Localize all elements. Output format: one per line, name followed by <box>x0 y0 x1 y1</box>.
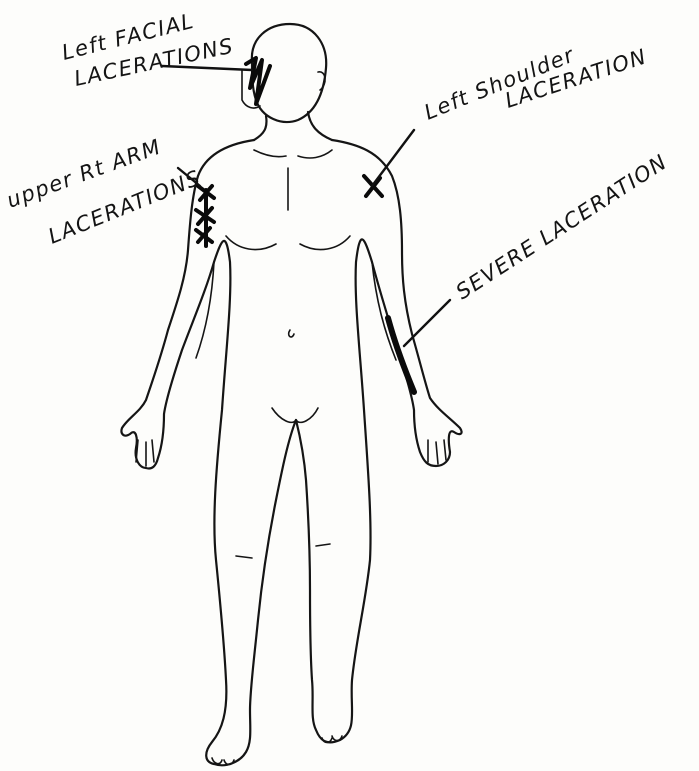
upper-right-arm-laceration-mark <box>196 186 214 246</box>
chest-right <box>300 236 350 250</box>
collarbone-right <box>298 150 332 158</box>
facial-laceration-mark <box>242 58 270 108</box>
collarbone-left <box>254 150 286 157</box>
chest-left <box>226 236 276 250</box>
right-knee <box>236 556 252 558</box>
neck-left <box>254 116 267 140</box>
left-hand-fingers <box>428 440 446 464</box>
torso-right-side <box>296 140 462 742</box>
right-foot-toes <box>212 758 234 765</box>
left-knee <box>316 544 330 546</box>
head-outline <box>252 24 326 122</box>
navel <box>289 330 294 337</box>
groin-line <box>272 408 318 422</box>
torso-left-side <box>121 140 296 765</box>
neck-right <box>308 112 332 140</box>
leader-severe-laceration <box>404 300 450 346</box>
right-inner-arm <box>196 262 214 358</box>
label-severe-laceration: SEVERE LACERATION <box>452 150 672 305</box>
